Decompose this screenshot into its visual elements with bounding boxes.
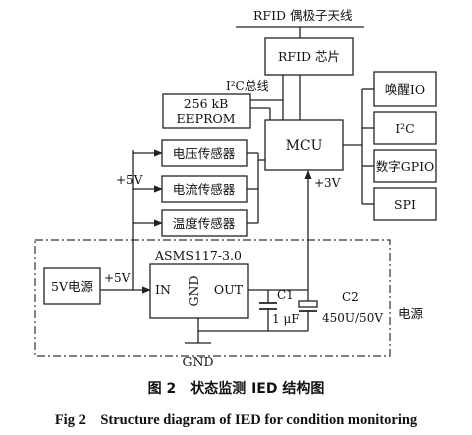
regulator-pin-in: IN	[155, 282, 171, 297]
caption-cn: 图 2 状态监测 IED 结构图	[148, 380, 325, 397]
rfid-chip-block	[264, 37, 354, 76]
regulator-name: ASMS117-3.0	[154, 248, 242, 263]
mcu-label: MCU	[286, 138, 323, 154]
digital-gpio-label: 数字GPIO	[376, 159, 435, 174]
c2-name: C2	[342, 290, 359, 304]
eeprom-line1: 256 kB	[184, 96, 229, 111]
wakeup-io-block	[373, 71, 437, 107]
temperature-sensor-block	[161, 209, 248, 237]
supply-5v-label: 5V电源	[51, 279, 93, 294]
voltage-sensor-label: 电压传感器	[173, 146, 236, 161]
c1-name: C1	[277, 288, 294, 302]
gnd-label: GND	[183, 354, 214, 369]
c1-value: 1 μF	[272, 312, 300, 326]
regulator-pin-out: OUT	[214, 282, 244, 297]
plus5v-sensors-label: +5V	[116, 173, 143, 187]
c2-plate-top	[298, 300, 318, 308]
wakeup-io-label: 唤醒IO	[385, 82, 425, 97]
supply-5v-block	[43, 267, 101, 305]
antenna-label: RFID 偶极子天线	[253, 8, 353, 23]
caption-en: Fig 2 Structure diagram of IED for condi…	[55, 412, 418, 428]
i2c-bus-label: I²C总线	[226, 79, 269, 93]
plus5v-input-label: +5V	[104, 271, 131, 285]
temperature-sensor-label: 温度传感器	[173, 216, 236, 231]
eeprom-line2: EEPROM	[176, 111, 235, 126]
i2c-label: I²C	[395, 121, 415, 136]
regulator-pin-gnd: GND	[186, 276, 201, 307]
digital-gpio-block	[373, 149, 437, 183]
eeprom-block	[162, 93, 251, 129]
regulator-block	[149, 263, 249, 319]
power-region-label: 电源	[398, 306, 424, 321]
plus3v-label: +3V	[314, 176, 341, 190]
spi-block	[373, 187, 437, 221]
power-supply-region	[34, 239, 391, 357]
c2-value: 450U/50V	[322, 311, 383, 325]
current-sensor-label: 电流传感器	[173, 182, 236, 197]
rfid-chip-label: RFID 芯片	[278, 49, 340, 64]
spi-label: SPI	[394, 197, 416, 212]
